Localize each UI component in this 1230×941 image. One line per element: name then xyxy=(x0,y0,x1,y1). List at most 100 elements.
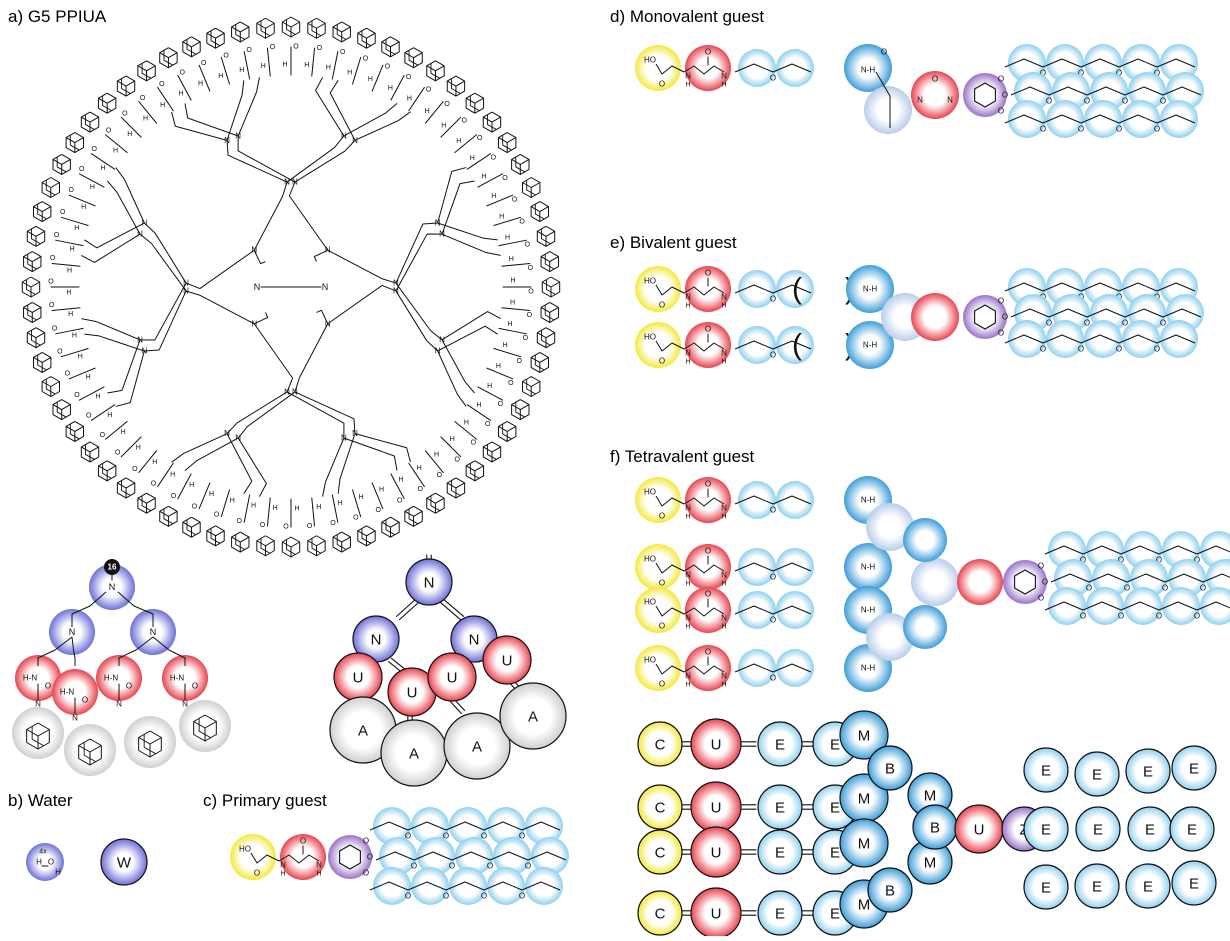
adamantane-icon xyxy=(540,251,559,273)
ethylene-glycol-highlight xyxy=(531,837,569,875)
adamantane-bridge xyxy=(137,65,156,72)
adamantane-bridge xyxy=(31,726,45,747)
adamantane-bridge xyxy=(537,230,555,237)
urea-linker xyxy=(502,216,522,224)
ethylene-glycol-highlight xyxy=(1124,587,1162,625)
adamantane-icon xyxy=(446,75,466,97)
adamantane-bridge xyxy=(544,254,555,270)
tetravalent-guest-coarse-grained: CUEEMCUEEMCUEEMCUEEMBBMMBUZEEEEEEEEEEEE xyxy=(637,710,1217,939)
bivalent-guest-structure: HOONHONHO()1,4N-HHOONHONHO()1,4N-HOOOOOO… xyxy=(635,265,1204,369)
hydrogen-label: H xyxy=(407,96,412,103)
branch-highlight xyxy=(911,558,959,606)
peg-chain xyxy=(734,340,812,350)
ethylene-glycol-highlight xyxy=(1206,559,1230,597)
propylene-linker xyxy=(237,437,267,497)
generation-badge xyxy=(104,559,120,575)
peg-chain xyxy=(734,284,812,294)
oxygen-label: O xyxy=(659,301,665,310)
urea-linker xyxy=(55,239,74,245)
adamantane-bridge xyxy=(206,530,225,537)
adamantane-bridge xyxy=(102,95,112,112)
oxygen-label: O xyxy=(151,480,157,487)
bead-label: E xyxy=(1093,822,1103,839)
oxygen-label: O xyxy=(1078,345,1084,354)
urea-linker xyxy=(462,134,478,147)
peg-chain xyxy=(734,605,812,615)
ethylene-glycol-highlight xyxy=(738,49,776,87)
urea-highlight xyxy=(957,559,1003,605)
oxygen-label: O xyxy=(122,110,128,117)
adamantane-bridge xyxy=(537,332,555,339)
hydrogen-label: H xyxy=(434,451,439,458)
oxygen-label: O xyxy=(1118,556,1124,565)
urea-linker xyxy=(220,498,228,518)
ethylene-glycol-highlight xyxy=(1008,100,1046,138)
panel-label-f: f) Tetravalent guest xyxy=(610,447,755,466)
adamantane-bridge xyxy=(186,519,197,536)
nitrogen-label: N xyxy=(685,614,691,623)
oxygen-label: O xyxy=(1078,69,1084,78)
hydrogen-label: H xyxy=(721,581,726,588)
adamantane-bridge xyxy=(483,446,501,453)
adamantane-bridge xyxy=(336,534,347,550)
propylene-linker xyxy=(343,437,398,471)
urea-linker xyxy=(493,348,504,352)
ethylene-glycol-highlight xyxy=(449,867,487,905)
adamantane-icon xyxy=(482,441,502,463)
propylene-linker xyxy=(437,350,467,407)
propylene-linker xyxy=(171,433,228,463)
panel-label-d: d) Monovalent guest xyxy=(610,7,764,26)
backbone xyxy=(655,663,725,675)
adamantane-bridge xyxy=(404,52,423,59)
ethylene-glycol-highlight xyxy=(1048,587,1086,625)
adamantane-bridge xyxy=(469,463,480,479)
adamantane-bridge xyxy=(546,279,556,295)
propylene-linker xyxy=(139,282,187,341)
peg-chain xyxy=(1004,282,1196,292)
adamantane-icon xyxy=(465,92,485,114)
adamantane-bridge xyxy=(56,156,67,173)
adamantane-bridge xyxy=(256,540,275,547)
adamantane-bridge xyxy=(498,426,517,432)
adamantane-icon xyxy=(193,714,217,742)
oxygen-label: O xyxy=(998,329,1004,338)
bead-label: U xyxy=(711,800,722,817)
ethylene-glycol-highlight xyxy=(493,837,531,875)
oxygen-label: O xyxy=(659,579,665,588)
urea-linker xyxy=(60,350,80,358)
adamantane-icon xyxy=(137,492,156,514)
hydrogen-label: H xyxy=(218,73,223,80)
bead-ethylene-glycol xyxy=(1074,751,1120,797)
nitrogen-label: N xyxy=(721,504,727,513)
urea-linker xyxy=(486,173,504,183)
bead-label: E xyxy=(830,800,840,817)
adamantane-bridge xyxy=(256,22,275,29)
ethylene-glycol-highlight xyxy=(373,807,411,845)
oxygen-label: O xyxy=(491,154,497,161)
oxygen-label: O xyxy=(770,616,776,625)
propylene-linker xyxy=(441,233,501,256)
adamantane-bridge xyxy=(69,135,80,151)
urea-linker xyxy=(431,458,444,474)
hydrogen-label: H xyxy=(721,682,726,689)
oxygen-label: O xyxy=(519,219,525,226)
adamantane-icon xyxy=(256,535,275,557)
adamantane-icon xyxy=(206,27,225,49)
propylene-linker xyxy=(254,312,269,325)
urea-linker xyxy=(501,307,513,310)
adamantane-bridge xyxy=(446,80,465,87)
adamantane-icon xyxy=(281,536,301,558)
oxygen-label: O xyxy=(171,493,177,500)
hydrogen-label: H xyxy=(359,494,364,501)
oxygen-label: O xyxy=(363,869,369,878)
urea-highlight xyxy=(911,293,959,341)
nitrogen-label: N xyxy=(685,504,691,513)
adamantane-icon xyxy=(231,531,250,553)
hydrogen-label: H xyxy=(316,871,321,878)
oxygen-label: O xyxy=(1086,584,1092,593)
urea-linker xyxy=(60,216,80,224)
oxygen-label: O xyxy=(100,432,106,439)
propylene-linker xyxy=(294,140,356,183)
adamantane-icon xyxy=(446,477,466,499)
adamantane-bridge xyxy=(37,354,47,371)
